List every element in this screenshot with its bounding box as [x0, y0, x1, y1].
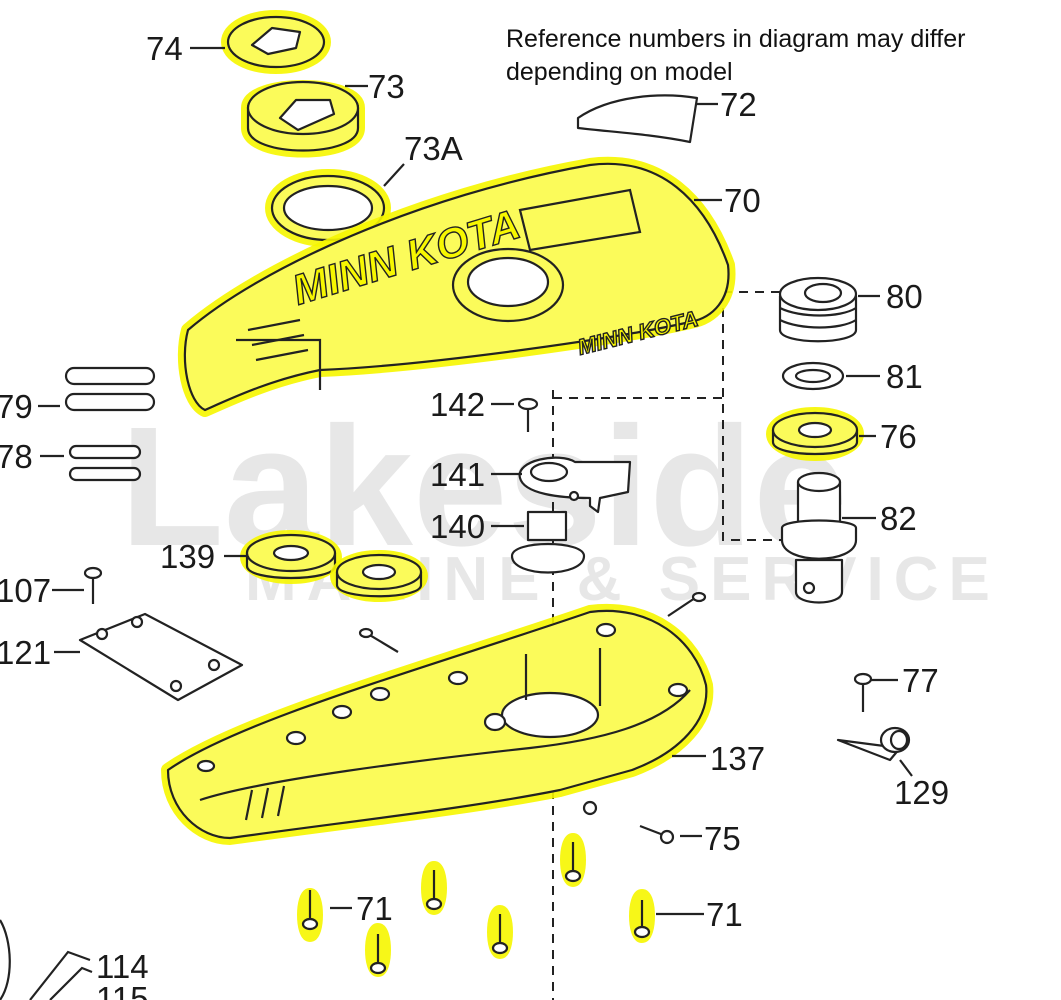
label-139: 139	[160, 538, 215, 575]
label-77: 77	[902, 662, 939, 699]
part-78-o-rings[interactable]	[68, 444, 142, 482]
part-114-115-cables[interactable]	[0, 919, 93, 1000]
label-73a: 73A	[404, 130, 463, 167]
label-73: 73	[368, 68, 405, 105]
label-107: 107	[0, 572, 51, 609]
part-139-nuts[interactable]	[240, 530, 428, 602]
part-121-plate[interactable]	[78, 612, 244, 702]
label-80: 80	[886, 278, 923, 315]
part-79-o-rings[interactable]	[64, 366, 156, 412]
label-71-right: 71	[706, 896, 743, 933]
label-140: 140	[430, 508, 485, 545]
part-142-screw[interactable]	[517, 397, 539, 432]
part-76-nut[interactable]	[766, 407, 864, 461]
part-81-washer[interactable]	[781, 361, 845, 391]
label-137: 137	[710, 740, 765, 777]
label-129: 129	[894, 774, 949, 811]
part-137-base[interactable]	[161, 603, 714, 845]
part-141-bracket[interactable]	[518, 456, 632, 514]
part-75-screw[interactable]	[639, 824, 675, 845]
label-70: 70	[724, 182, 761, 219]
label-75: 75	[704, 820, 741, 857]
label-72: 72	[720, 86, 757, 123]
part-129-spring[interactable]	[836, 726, 911, 762]
label-114: 114	[96, 948, 149, 985]
watermark: Lakeside MARINE & SERVICE	[120, 392, 990, 614]
reference-labels: 74 73 73A 72 70 80 81 76 82 79 78 142 14…	[0, 30, 949, 1000]
leader-lines	[38, 46, 913, 916]
part-140-pivot[interactable]	[510, 510, 586, 574]
label-82: 82	[880, 500, 917, 537]
part-70-top-cover[interactable]: MINN KOTA MINN KOTA	[177, 156, 736, 417]
part-107-screw[interactable]	[83, 566, 103, 604]
label-74: 74	[146, 30, 183, 67]
label-121: 121	[0, 634, 51, 671]
reference-note-line2: depending on model	[506, 58, 733, 86]
label-76: 76	[880, 418, 917, 455]
part-82-coupler[interactable]	[780, 471, 858, 604]
label-142: 142	[430, 386, 485, 423]
part-72-decal[interactable]	[576, 94, 699, 144]
label-79: 79	[0, 388, 33, 425]
part-74-cap[interactable]	[221, 10, 331, 74]
label-71-left: 71	[356, 890, 393, 927]
base-screws[interactable]	[358, 591, 707, 653]
label-115: 115	[96, 980, 149, 1000]
part-73-knob-cover[interactable]	[241, 80, 365, 158]
label-141: 141	[430, 456, 485, 493]
reference-note-line1: Reference numbers in diagram may differ	[506, 25, 965, 53]
label-81: 81	[886, 358, 923, 395]
label-78: 78	[0, 438, 33, 475]
part-80-bushing[interactable]	[778, 276, 858, 343]
part-71-screws[interactable]	[297, 833, 655, 977]
part-77-screw[interactable]	[853, 672, 873, 712]
watermark-title: Lakeside	[120, 392, 848, 582]
